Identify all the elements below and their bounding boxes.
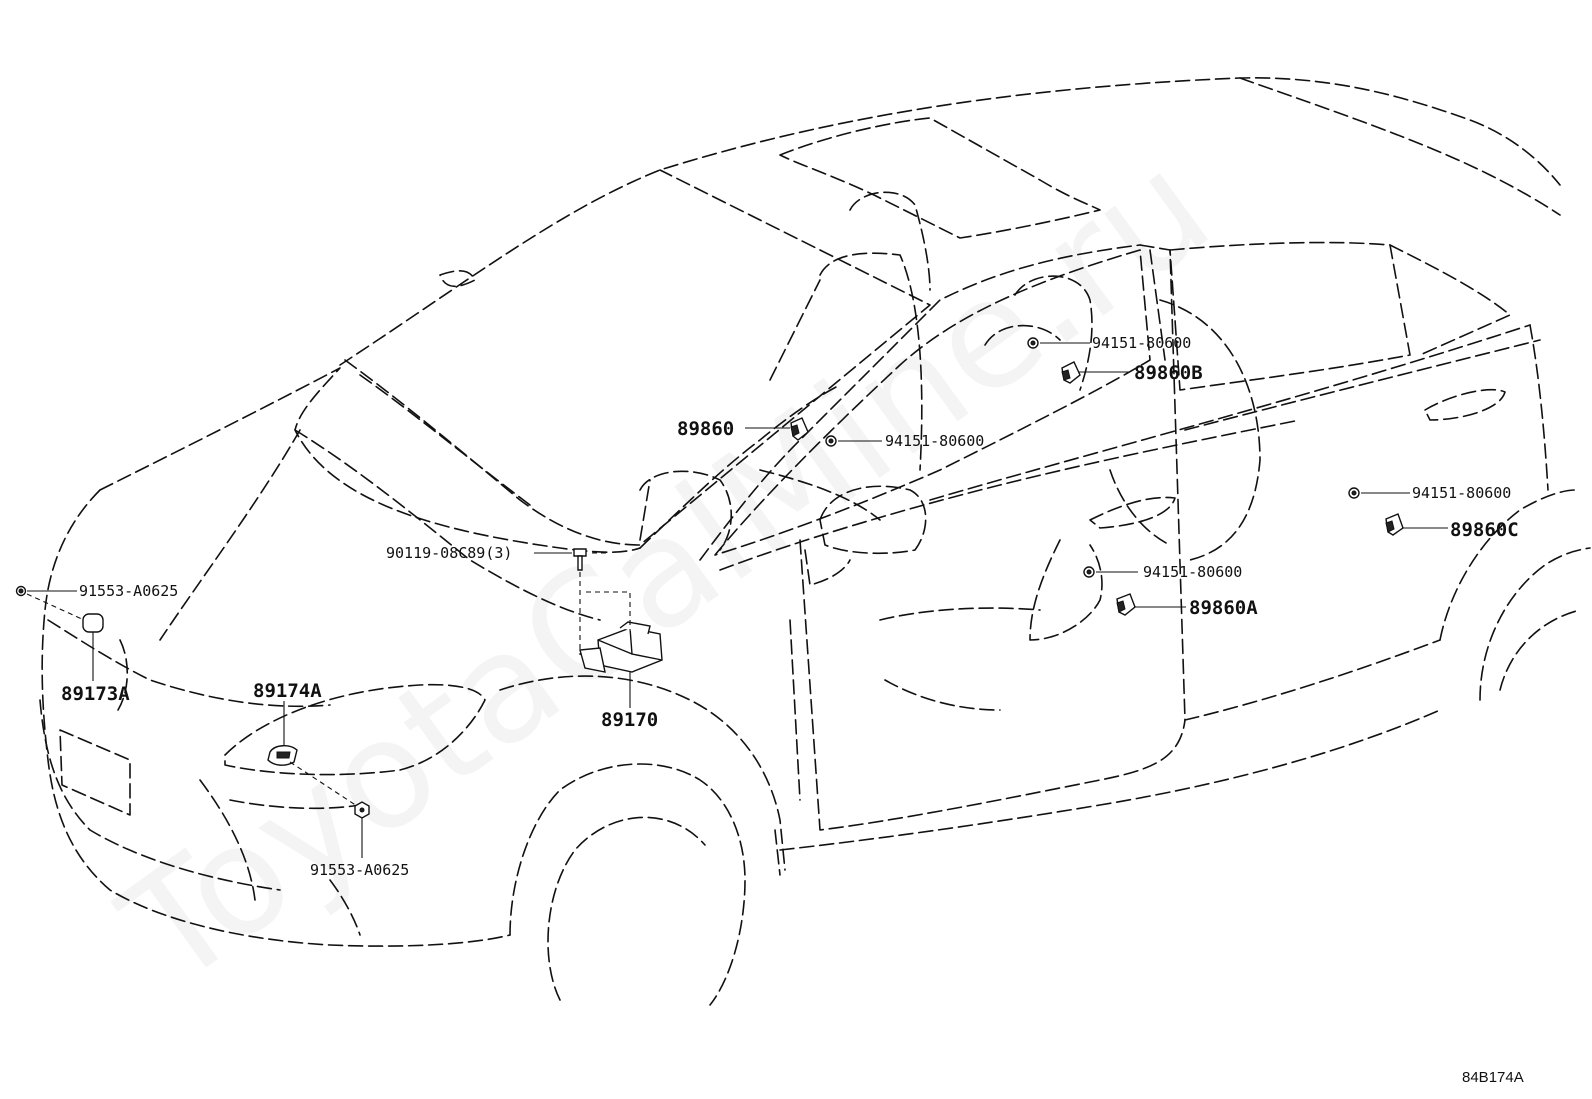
sensor-89860 xyxy=(790,417,809,441)
label-91553-a0625-left: 91553-A0625 xyxy=(79,582,178,600)
airbag-sensor-assembly-89170 xyxy=(579,621,663,673)
label-89860b: 89860B xyxy=(1134,362,1203,384)
sensor-89174a xyxy=(267,745,298,766)
bolt-90119 xyxy=(573,548,587,571)
nut-91553-left xyxy=(15,585,27,597)
part-labels: 94151-80600 89860B 89860 94151-80600 941… xyxy=(61,334,1524,1086)
nut-91553-lower xyxy=(354,801,370,819)
label-89170: 89170 xyxy=(601,709,658,731)
sensor-89173a xyxy=(82,613,104,633)
label-94151-80600-top: 94151-80600 xyxy=(1092,334,1191,352)
leader-lines xyxy=(26,342,1448,858)
sensor-89860c xyxy=(1385,513,1404,536)
label-94151-80600-lower: 94151-80600 xyxy=(1143,563,1242,581)
label-94151-80600-right: 94151-80600 xyxy=(1412,484,1511,502)
label-94151-80600-mid: 94151-80600 xyxy=(885,432,984,450)
label-89860a: 89860A xyxy=(1189,597,1258,619)
nut-94151-right xyxy=(1348,487,1360,499)
watermark: ToyotaCalMine.ru xyxy=(93,120,1240,1020)
label-91553-a0625-lower: 91553-A0625 xyxy=(310,861,409,879)
sensor-89860a xyxy=(1116,593,1136,616)
nut-94151-top xyxy=(1027,337,1039,349)
car-outline xyxy=(39,77,1591,1006)
label-89860: 89860 xyxy=(677,418,734,440)
diagram-code: 84B174A xyxy=(1462,1069,1524,1086)
nut-94151-lower xyxy=(1083,566,1095,578)
label-89174a: 89174A xyxy=(253,680,322,702)
label-89173a: 89173A xyxy=(61,683,130,705)
label-89860c: 89860C xyxy=(1450,519,1519,541)
nut-94151-mid xyxy=(825,435,837,447)
label-90119-08c89: 90119-08C89(3) xyxy=(386,544,512,562)
sensor-89860b xyxy=(1061,361,1081,384)
